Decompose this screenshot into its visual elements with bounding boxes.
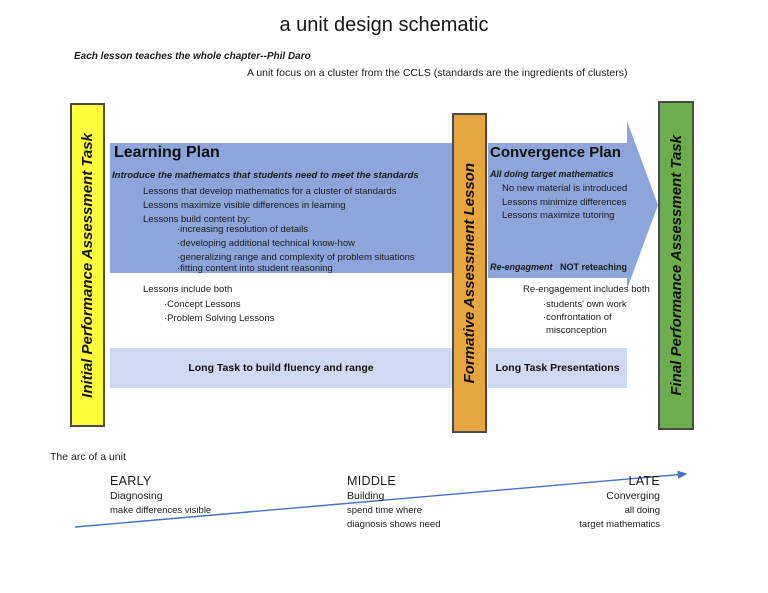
arc-stage-early: EARLY Diagnosing make differences visibl… (110, 474, 211, 516)
reengagement-include-item: ·students' own work (543, 299, 627, 310)
reengagement-note: NOT reteaching (560, 262, 628, 272)
long-task-strip-left: Long Task to build fluency and range (110, 348, 452, 388)
stage-subtitle: Building (347, 490, 385, 502)
stage-name: EARLY (110, 474, 152, 488)
formative-assessment-bar-label: Formative Assessment Lesson (461, 162, 478, 384)
quote-line: Each lesson teaches the whole chapter--P… (74, 51, 311, 62)
reengagement-term: Re-engagment (490, 262, 553, 272)
learning-plan-build-item: ·increasing resolution of details (177, 224, 308, 235)
learning-plan-build-item: ·developing additional technical know-ho… (177, 238, 355, 249)
reengagement-include-item: misconception (546, 325, 607, 336)
stage-subtitle: Converging (606, 490, 660, 502)
reengagement-line: Re-engagment NOT reteaching (490, 262, 627, 272)
learning-plan-point: Lessons that develop mathematics for a c… (143, 186, 397, 197)
arc-stage-middle: MIDDLE Building spend time where diagnos… (347, 474, 440, 530)
stage-subtitle: Diagnosing (110, 490, 163, 502)
lessons-include-item: ·Problem Solving Lessons (164, 313, 275, 324)
convergence-plan-point: No new material is introduced (502, 183, 628, 194)
learning-plan-build-item: ·generalizing range and complexity of pr… (177, 252, 415, 263)
stage-detail: spend time where (347, 505, 422, 516)
learning-plan-box: Learning Plan Introduce the mathematcs t… (110, 143, 452, 274)
stage-detail: target mathematics (579, 519, 660, 530)
stage-name: LATE (628, 474, 660, 488)
convergence-plan-box: Convergence Plan All doing target mathem… (488, 143, 627, 278)
learning-plan-heading: Learning Plan (114, 144, 220, 161)
initial-assessment-bar-label: Initial Performance Assessment Task (79, 132, 96, 398)
stage-name: MIDDLE (347, 474, 397, 488)
reengagement-include-item: ·confrontation of (543, 312, 612, 323)
convergence-plan-intro: All doing target mathematics (490, 169, 614, 179)
arc-label: The arc of a unit (50, 451, 126, 463)
convergence-arrowhead (627, 121, 658, 289)
convergence-plan-point: Lessons minimize differences (502, 197, 627, 208)
lessons-include-item: ·Concept Lessons (164, 299, 241, 310)
arc-stage-late: LATE Converging all doing target mathema… (460, 474, 660, 530)
lessons-include-heading: Lessons include both (143, 284, 233, 295)
learning-plan-point: Lessons build content by: (143, 214, 251, 225)
learning-plan-build-item: ·fitting content into student reasoning (177, 263, 333, 274)
page-title: a unit design schematic (279, 14, 489, 36)
final-assessment-bar: Final Performance Assessment Task (658, 101, 694, 430)
learning-plan-intro: Introduce the mathematcs that students n… (112, 170, 419, 181)
arc-arrow (74, 470, 688, 528)
learning-plan-point: Lessons maximize visible differences in … (143, 200, 346, 211)
convergence-plan-point: Lessons maximize tutoring (502, 210, 615, 221)
stage-detail: make differences visible (110, 505, 212, 516)
long-task-left-label: Long Task to build fluency and range (188, 362, 374, 374)
stage-detail: all doing (624, 505, 660, 516)
formative-assessment-bar: Formative Assessment Lesson (452, 113, 487, 433)
focus-note: A unit focus on a cluster from the CCLS … (247, 67, 628, 79)
initial-assessment-bar: Initial Performance Assessment Task (70, 103, 105, 427)
long-task-right-label: Long Task Presentations (495, 362, 620, 374)
long-task-strip-right: Long Task Presentations (488, 348, 627, 388)
reengagement-include-heading: Re-engagement includes both (523, 284, 650, 295)
final-assessment-bar-label: Final Performance Assessment Task (667, 135, 685, 396)
convergence-plan-heading: Convergence Plan (490, 144, 621, 161)
stage-detail: diagnosis shows need (347, 519, 441, 530)
